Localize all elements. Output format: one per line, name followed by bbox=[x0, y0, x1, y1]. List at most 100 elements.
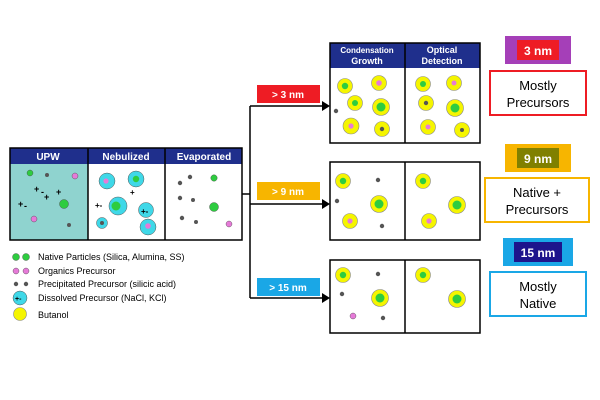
native-core bbox=[341, 82, 349, 90]
result-line2: Precursors bbox=[507, 95, 570, 110]
result-line1: Mostly bbox=[519, 78, 557, 93]
precipitated-particle bbox=[194, 220, 198, 224]
size-badge-inner bbox=[517, 148, 559, 168]
organics-core bbox=[425, 124, 431, 130]
native-core bbox=[339, 271, 347, 279]
nebulized-droplets: +- +- + bbox=[95, 170, 157, 236]
precipitated-particle bbox=[67, 223, 71, 227]
detection-panel-3nm: Condensation Growth Optical Detection bbox=[329, 42, 481, 144]
native-core bbox=[452, 200, 462, 210]
legend-label: Dissolved Precursor (NaCl, KCl) bbox=[38, 293, 167, 303]
result-line2: Precursors bbox=[506, 202, 569, 217]
precipitated-particle bbox=[339, 291, 345, 297]
process-stage-panel: UPW Nebulized Evaporated + - + + - + bbox=[9, 147, 243, 241]
threshold-badge-9nm bbox=[257, 182, 320, 200]
organics-particle bbox=[225, 220, 233, 228]
precipitated-particle bbox=[177, 180, 183, 186]
organics-core bbox=[347, 218, 353, 224]
threshold-label: > 9 nm bbox=[272, 187, 304, 198]
organics-core bbox=[426, 218, 432, 224]
precipitated-particle bbox=[380, 315, 386, 321]
threshold-label: > 15 nm bbox=[269, 283, 307, 294]
native-particle bbox=[59, 199, 69, 209]
butanol-icon bbox=[13, 307, 27, 321]
native-particle-icon bbox=[22, 253, 30, 261]
ion-symbol: +- bbox=[15, 296, 22, 303]
precipitated-particle bbox=[45, 173, 49, 177]
precipitated-particle bbox=[179, 215, 185, 221]
size-badge-inner bbox=[514, 242, 562, 262]
native-core bbox=[419, 177, 427, 185]
precipitated-particle bbox=[191, 198, 195, 202]
legend-label: Butanol bbox=[38, 310, 69, 320]
precipitated-particle bbox=[333, 108, 339, 114]
native-core bbox=[374, 199, 384, 209]
ion-symbol: + bbox=[44, 192, 49, 202]
result-box bbox=[484, 177, 590, 223]
precipitated-particle bbox=[375, 271, 381, 277]
organics-particle bbox=[71, 172, 79, 180]
optical-header: Optical bbox=[427, 45, 458, 55]
precipitated-core bbox=[423, 100, 429, 106]
native-core bbox=[352, 100, 358, 106]
stage-label-upw: UPW bbox=[36, 152, 60, 163]
legend-label: Precipitated Precursor (silicic acid) bbox=[38, 279, 176, 289]
condensation-particles bbox=[333, 75, 390, 137]
ion-symbol: +- bbox=[95, 201, 103, 210]
legend-item-dissolved: +- Dissolved Precursor (NaCl, KCl) bbox=[12, 290, 167, 306]
precipitated-particle bbox=[177, 195, 183, 201]
organics-particle bbox=[103, 178, 109, 184]
precipitated-particle bbox=[100, 221, 104, 225]
ion-symbol: - bbox=[24, 201, 27, 211]
precipitated-particle bbox=[187, 174, 193, 180]
organics-core bbox=[376, 80, 382, 86]
result-3nm: 3 nm Mostly Precursors bbox=[489, 36, 587, 116]
evaporated-particles bbox=[177, 174, 233, 228]
size-label: 15 nm bbox=[521, 246, 556, 260]
native-core bbox=[376, 102, 386, 112]
stage-label-evaporated: Evaporated bbox=[177, 152, 231, 163]
branch-connectors bbox=[242, 105, 322, 299]
dissolved-precursor-icon bbox=[12, 290, 28, 306]
organics-precursor-icon bbox=[12, 267, 20, 275]
native-core bbox=[420, 81, 426, 87]
size-badge-inner bbox=[517, 40, 559, 60]
result-line1: Native + bbox=[513, 185, 561, 200]
arrow-head bbox=[322, 199, 330, 209]
optical-particles bbox=[415, 75, 470, 138]
threshold-badge-15nm bbox=[257, 278, 320, 296]
native-core bbox=[339, 177, 347, 185]
native-particle bbox=[26, 169, 34, 177]
native-particle bbox=[209, 202, 219, 212]
arrow-head bbox=[322, 293, 330, 303]
condensation-header: Condensation bbox=[340, 46, 393, 55]
organics-core bbox=[348, 123, 354, 129]
ion-symbol: + bbox=[130, 188, 135, 197]
result-box bbox=[489, 70, 587, 116]
native-core bbox=[450, 103, 460, 113]
ion-symbol: + bbox=[56, 187, 61, 197]
result-15nm: 15 nm Mostly Native bbox=[489, 238, 587, 317]
organics-core bbox=[451, 80, 457, 86]
precipitated-core bbox=[460, 128, 464, 132]
organics-particle bbox=[30, 215, 38, 223]
legend-item-precipitated: Precipitated Precursor (silicic acid) bbox=[13, 279, 176, 289]
precipitated-core bbox=[379, 126, 385, 132]
precipitated-precursor-icon bbox=[23, 281, 29, 287]
result-box bbox=[489, 271, 587, 317]
stage-header-bar bbox=[10, 148, 242, 164]
size-label: 3 nm bbox=[524, 44, 552, 58]
legend-item-native: Native Particles (Silica, Alumina, SS) bbox=[12, 252, 185, 262]
result-9nm: 9 nm Native + Precursors bbox=[484, 144, 590, 223]
precipitated-precursor-icon bbox=[13, 281, 19, 287]
organics-precursor-icon bbox=[22, 267, 30, 275]
native-core bbox=[419, 271, 427, 279]
result-line2: Native bbox=[520, 296, 557, 311]
native-particle bbox=[111, 201, 121, 211]
detection-panel-15nm bbox=[329, 259, 481, 334]
dissolved-droplet bbox=[138, 202, 154, 218]
detection-panel-9nm bbox=[329, 161, 481, 241]
legend-item-butanol: Butanol bbox=[13, 307, 69, 321]
organics-particle bbox=[145, 223, 151, 229]
legend-item-organics: Organics Precursor bbox=[12, 266, 116, 276]
